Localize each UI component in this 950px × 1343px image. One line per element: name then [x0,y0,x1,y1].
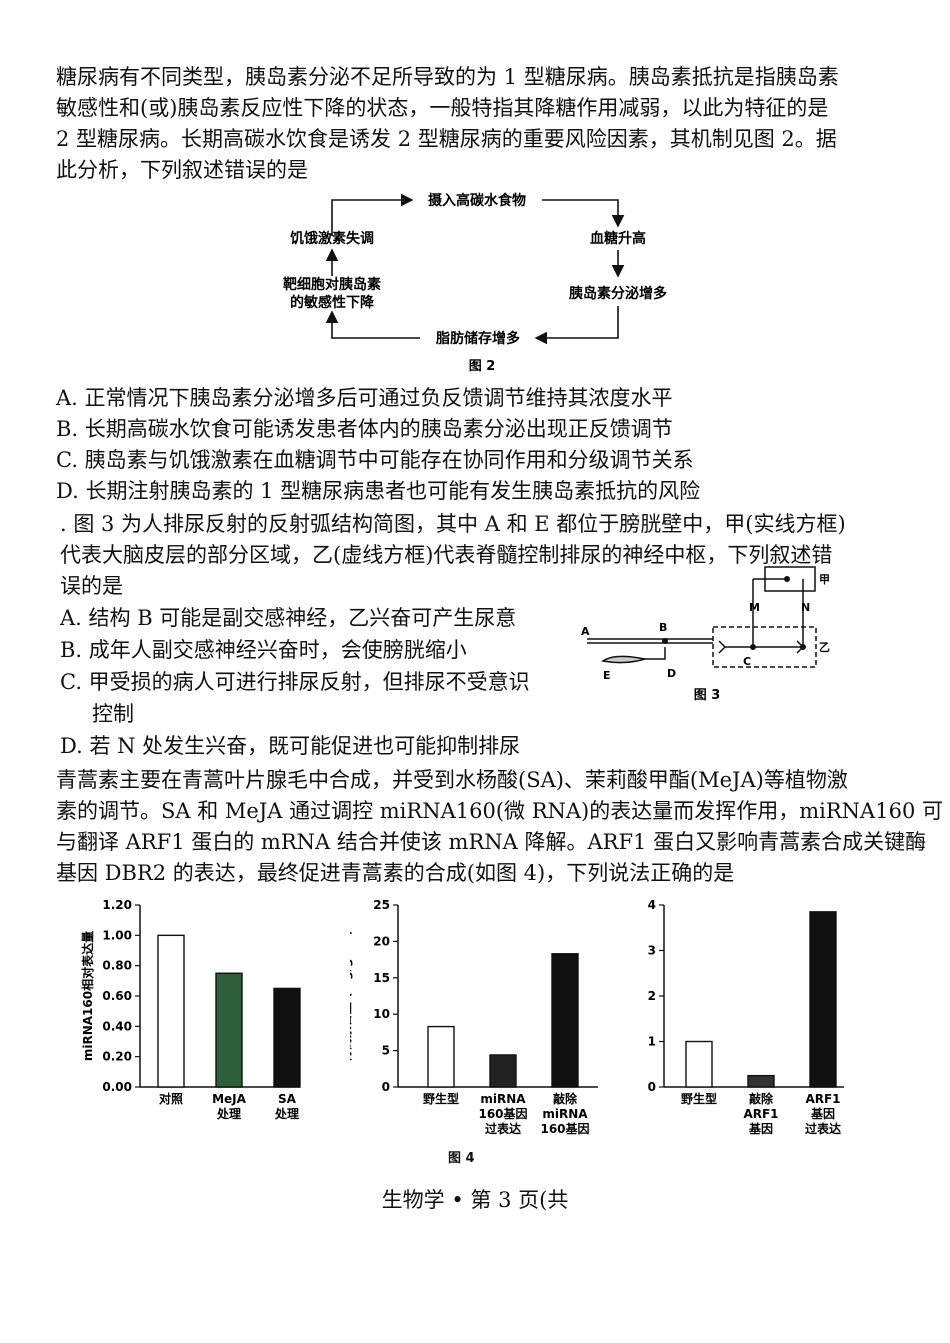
y-tick-label: 0.80 [102,959,132,973]
y-tick-label: 10 [373,1007,390,1021]
diagram-node-left2b: 的敏感性下降 [290,294,375,311]
x-tick-label: ARF1 [743,1107,778,1121]
label-b: B [659,621,667,634]
q2-stem-line: 代表大脑皮层的部分区域，乙(虚线方框)代表脊髓控制排尿的神经中枢，下列叙述错 [60,543,833,567]
q1-stem-line: 敏感性和(或)胰岛素反应性下降的状态，一般特指其降糖作用减弱，以此为特征的是 [56,96,829,120]
q3-stem-line: 素的调节。SA 和 MeJA 通过调控 miRNA160(微 RNA)的表达量而… [56,799,943,823]
neuron-b [662,638,668,644]
q3-stem-line: 与翻译 ARF1 蛋白的 mRNA 结合并使该 mRNA 降解。ARF1 蛋白又… [56,830,927,854]
y-tick-label: 1.20 [102,898,132,912]
label-a: A [581,625,590,638]
x-tick-label: 敲除 [553,1091,578,1106]
bar [157,934,185,1088]
y-tick-label: 1.00 [102,928,132,942]
y-axis-label: 青蒿素含量 (mg/gDW) [350,930,353,1062]
y-tick-label: 0 [382,1080,390,1094]
q2-option-a: A. 结构 B 可能是副交感神经，乙兴奋可产生尿意 [60,606,517,630]
label-n: N [801,601,810,614]
figure-3-reflex-arc: A B C D E M N 甲 乙 图 3 [581,566,830,703]
bar [809,911,837,1088]
q1-option-a: A. 正常情况下胰岛素分泌增多后可通过负反馈调节维持其浓度水平 [56,386,673,410]
bar [551,953,579,1088]
q3-stem-line: 青蒿素主要在青蒿叶片腺毛中合成，并受到水杨酸(SA)、茉莉酸甲酯(MeJA)等植… [56,768,848,792]
y-tick-label: 5 [382,1044,390,1058]
label-jia: 甲 [819,573,830,586]
y-tick-label: 1 [648,1035,656,1049]
effector-e [601,655,646,664]
q2-option-c-cont: 控制 [92,702,134,726]
diagram-node-bottom: 脂肪储存增多 [435,330,520,347]
y-tick-label: 15 [373,971,390,985]
x-tick-label: 野生型 [681,1091,717,1106]
x-tick-label: 处理 [216,1106,241,1121]
y-tick-label: 0 [648,1080,656,1094]
diagram-node-left1: 饥饿激素失调 [290,230,374,247]
diagram-node-top: 摄入高碳水食物 [428,192,526,209]
label-e: E [603,669,611,682]
x-tick-label: miRNA [480,1092,526,1106]
x-tick-label: 过表达 [485,1121,521,1136]
y-axis-label: miRNA160相对表达量 [80,931,95,1061]
x-tick-label: 160基因 [478,1106,527,1121]
x-tick-label: 野生型 [423,1091,459,1106]
y-tick-label: 3 [648,944,656,958]
yi-box [712,626,817,668]
q1-option-c: C. 胰岛素与饥饿激素在血糖调节中可能存在协同作用和分级调节关系 [56,448,694,472]
y-tick-label: 0.40 [102,1019,132,1033]
page-footer: 生物学 • 第 3 页(共 [381,1188,569,1212]
bar [427,1025,455,1088]
x-tick-label: 过表达 [805,1121,841,1136]
q1-stem-line: 此分析，下列叙述错误的是 [56,158,308,182]
figure-2-cycle-diagram: 摄入高碳水食物 血糖升高 胰岛素分泌增多 脂肪储存增多 靶细胞对胰岛素 的敏感性… [283,192,667,374]
x-tick-label: MeJA [212,1092,247,1106]
x-tick-label: SA [278,1092,297,1106]
q2-stem-line: 误的是 [60,574,123,598]
q2-stem-line: . 图 3 为人排尿反射的反射弧结构简图，其中 A 和 E 都位于膀胱壁中，甲(… [60,512,846,536]
y-tick-label: 20 [373,934,390,948]
y-tick-label: 0.60 [102,989,132,1003]
chart-mirna160-expression: 0.00 0.20 0.40 0.60 0.80 1.00 1.20 miRNA160相对表达… [80,898,301,1121]
y-tick-label: 25 [373,898,390,912]
label-m: M [749,601,760,614]
q2-option-b: B. 成年人副交感神经兴奋时，会使膀胱缩小 [60,638,467,662]
label-c: C [743,655,751,668]
neuron-c [750,644,756,650]
figure-4-caption: 图 4 [448,1151,475,1166]
x-tick-label: 处理 [274,1106,299,1121]
bar [489,1054,517,1088]
label-d: D [667,667,676,680]
neuron-jia [784,576,790,582]
q1-stem-line: 糖尿病有不同类型，胰岛素分泌不足所导致的为 1 型糖尿病。胰岛素抵抗是指胰岛素 [56,65,839,89]
bar [747,1074,775,1088]
y-tick-label: 4 [648,898,656,912]
x-tick-label: 160基因 [540,1121,589,1136]
diagram-node-left2a: 靶细胞对胰岛素 [283,276,381,293]
x-tick-label: 基因 [748,1121,773,1136]
diagram-node-right1: 血糖升高 [590,230,646,247]
y-tick-label: 2 [648,989,656,1003]
x-tick-label: ARF1 [805,1092,840,1106]
y-tick-label: 0.20 [102,1050,132,1064]
chart-dbr2-expression: 01234DBR2基因相对表达量野生型敲除ARF1基因ARF1基因过表达 [648,898,844,1136]
y-tick-label: 0.00 [102,1080,132,1094]
x-tick-label: 基因 [810,1106,835,1121]
q1-option-d: D. 长期注射胰岛素的 1 型糖尿病患者也可能有发生胰岛素抵抗的风险 [56,479,701,503]
x-tick-label: miRNA [542,1107,588,1121]
bar [215,972,243,1088]
figure-3-caption: 图 3 [694,688,721,703]
bar [685,1040,713,1088]
x-tick-label: 对照 [159,1091,183,1106]
q1-option-b: B. 长期高碳水饮食可能诱发患者体内的胰岛素分泌出现正反馈调节 [56,417,673,441]
diagram-node-right2: 胰岛素分泌增多 [569,285,667,302]
label-yi: 乙 [819,641,830,654]
q1-stem-line: 2 型糖尿病。长期高碳水饮食是诱发 2 型糖尿病的重要风险因素，其机制见图 2。… [56,127,837,151]
q2-option-c: C. 甲受损的病人可进行排尿反射，但排尿不受意识 [60,670,530,694]
figure-2-caption: 图 2 [469,359,496,374]
q2-option-d: D. 若 N 处发生兴奋，既可能促进也可能抑制排尿 [60,734,521,758]
q3-stem-line: 基因 DBR2 的表达，最终促进青蒿素的合成(如图 4)，下列说法正确的是 [56,861,735,885]
x-tick-label: 敲除 [749,1091,774,1106]
bar [273,987,301,1088]
